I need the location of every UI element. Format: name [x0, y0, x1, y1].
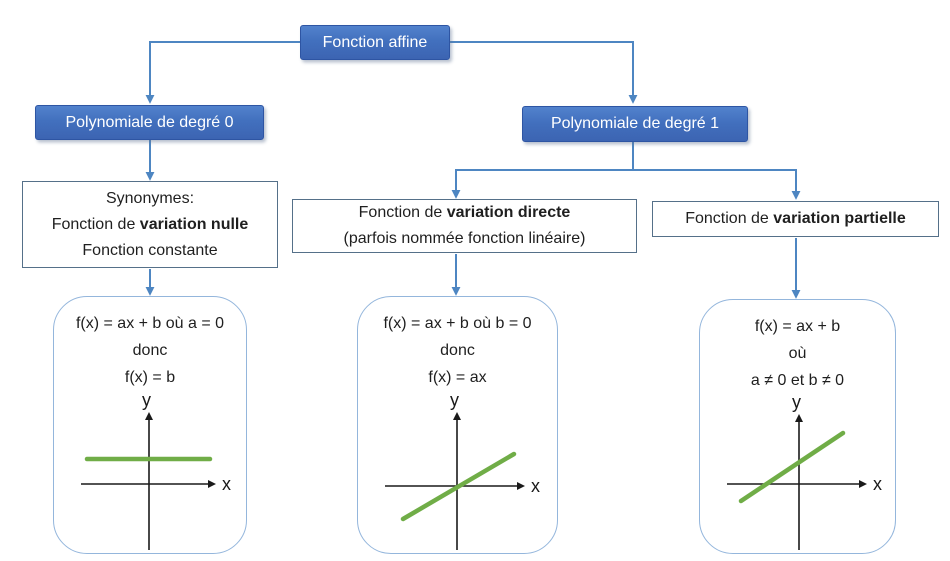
card2-x-axis-label: x [873, 474, 882, 494]
node-polynomiale-degre-0-label: Polynomiale de degré 0 [65, 113, 234, 131]
graph-line-positive-intercept: y x [727, 392, 882, 550]
card1-function-line [400, 451, 517, 522]
card2-formula-line1: f(x) = ax + b [754, 318, 841, 335]
node-fonction-affine-label: Fonction affine [322, 33, 428, 51]
card0-formulas: f(x) = ax + b où a = 0 donc f(x) = b [54, 297, 246, 391]
graph-line-through-origin: y x [385, 390, 540, 550]
node-polynomiale-degre-0: Polynomiale de degré 0 [35, 105, 264, 140]
node-fonction-affine: Fonction affine [300, 25, 450, 60]
card1-formula-line2: donc [440, 342, 475, 359]
card1-formulas: f(x) = ax + b où b = 0 donc f(x) = ax [358, 297, 557, 391]
synonymes-line2-prefix: Fonction de [51, 215, 140, 233]
card2-formulas: f(x) = ax + b où a ≠ 0 et b ≠ 0 [700, 300, 895, 394]
variation-directe-bold: variation directe [446, 204, 571, 221]
card0-formula-line2: donc [132, 342, 168, 359]
card1-formula-line1: f(x) = ax + b où b = 0 [383, 315, 532, 332]
node-polynomiale-degre-1: Polynomiale de degré 1 [522, 106, 748, 142]
card0-formula-line1: f(x) = ax + b où a = 0 [75, 315, 225, 332]
card-variation-partielle: f(x) = ax + b où a ≠ 0 et b ≠ 0 y x [699, 299, 896, 554]
variation-partielle-prefix: Fonction de [685, 210, 774, 227]
card2-formula-line3: a ≠ 0 et b ≠ 0 [750, 372, 845, 389]
synonymes-line3: Fonction constante [82, 241, 218, 259]
card2-function-line [738, 430, 846, 504]
card2-formula-line2: où [788, 345, 807, 362]
box-variation-partielle: Fonction de variation partielle [652, 201, 939, 237]
variation-partielle-line: Fonction de variation partielle [685, 206, 906, 232]
card0-formula-line3: f(x) = b [124, 369, 176, 386]
card0-x-axis-label: x [222, 474, 231, 494]
variation-partielle-bold: variation partielle [773, 210, 906, 227]
box-synonymes: Synonymes: Fonction de variation nulle F… [22, 181, 278, 268]
node-polynomiale-degre-1-label: Polynomiale de degré 1 [550, 115, 720, 132]
graph-constant-function: y x [81, 390, 231, 550]
connector-root-to-degree0 [145, 41, 302, 104]
connector-root-to-degree1 [447, 41, 638, 104]
card-variation-directe: f(x) = ax + b où b = 0 donc f(x) = ax y … [357, 296, 558, 554]
synonymes-line2: Fonction de variation nulle [52, 212, 249, 238]
card0-y-axis-label: y [142, 390, 151, 410]
card1-x-axis-label: x [531, 476, 540, 496]
variation-directe-line1: Fonction de variation directe [359, 200, 571, 226]
card-fonction-constante: f(x) = ax + b où a = 0 donc f(x) = b y x [53, 296, 247, 554]
card1-formula-line3: f(x) = ax [428, 369, 487, 386]
card2-y-axis-label: y [792, 392, 801, 412]
synonymes-line2-bold: variation nulle [139, 215, 249, 233]
card1-y-axis-label: y [450, 390, 459, 410]
synonymes-line1: Synonymes: [105, 189, 195, 207]
box-variation-directe: Fonction de variation directe (parfois n… [292, 199, 637, 253]
variation-directe-line2: (parfois nommée fonction linéaire) [343, 230, 586, 247]
variation-directe-prefix: Fonction de [358, 204, 447, 221]
